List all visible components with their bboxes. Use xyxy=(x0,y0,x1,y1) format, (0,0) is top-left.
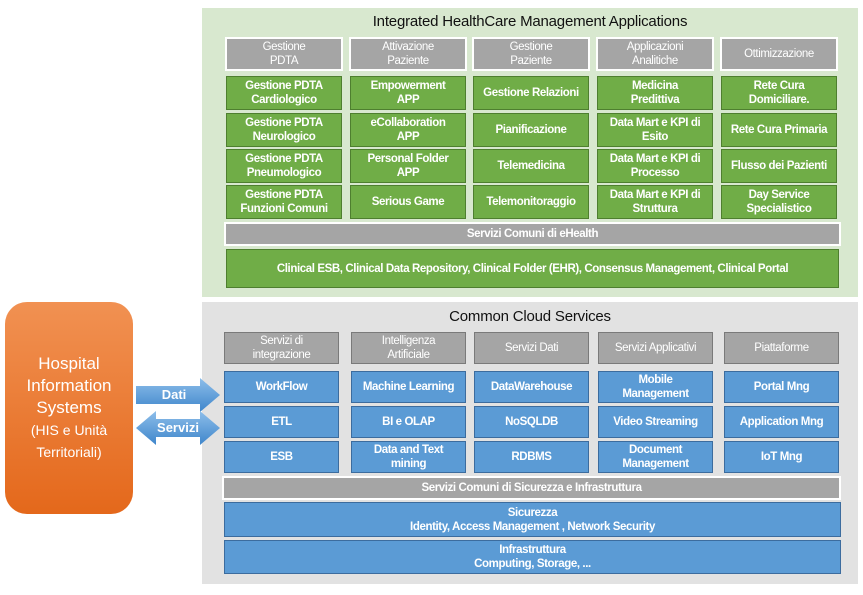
app-item: Data Mart e KPI di Struttura xyxy=(597,185,713,219)
cloud-service-item: Application Mng xyxy=(724,406,839,438)
security-box: Sicurezza Identity, Access Management , … xyxy=(224,502,841,537)
cloud-column-header: Intelligenza Artificiale xyxy=(351,332,466,364)
cloud-panel-title: Common Cloud Services xyxy=(449,308,611,325)
data-arrow-label: Dati xyxy=(161,387,187,402)
app-item: eCollaboration APP xyxy=(350,113,466,147)
app-item: Gestione PDTA Pneumologico xyxy=(226,149,342,183)
his-title: Hospital Information Systems xyxy=(26,354,112,417)
cloud-service-item: ESB xyxy=(224,441,339,473)
infrastructure-detail: Computing, Storage, ... xyxy=(474,558,591,570)
app-item: Medicina Predittiva xyxy=(597,76,713,110)
cloud-service-item: Mobile Management xyxy=(598,371,713,403)
cloud-service-item: RDBMS xyxy=(474,441,589,473)
security-infra-common-bar: Servizi Comuni di Sicurezza e Infrastrut… xyxy=(222,476,841,500)
app-item: Rete Cura Primaria xyxy=(721,113,837,147)
ehealth-common-detail: Clinical ESB, Clinical Data Repository, … xyxy=(226,249,839,288)
cloud-service-item: NoSQLDB xyxy=(474,406,589,438)
app-item: Data Mart e KPI di Processo xyxy=(597,149,713,183)
cloud-service-item: Data and Text mining xyxy=(351,441,466,473)
apps-column-header: Attivazione Paziente xyxy=(349,37,467,71)
services-arrow-left: Servizi xyxy=(136,411,220,445)
security-detail: Identity, Access Management , Network Se… xyxy=(410,520,655,533)
cloud-service-item: Portal Mng xyxy=(724,371,839,403)
app-item: Day Service Specialistico xyxy=(721,185,837,219)
apps-column-header: Ottimizzazione xyxy=(720,37,838,71)
cloud-service-item: Document Management xyxy=(598,441,713,473)
arrow-right-icon xyxy=(136,378,220,412)
cloud-service-item: Video Streaming xyxy=(598,406,713,438)
cloud-service-item: BI e OLAP xyxy=(351,406,466,438)
app-item: Rete Cura Domiciliare. xyxy=(721,76,837,110)
apps-column-header: Applicazioni Analitiche xyxy=(596,37,714,71)
security-title: Sicurezza xyxy=(507,506,558,519)
services-arrow-label: Servizi xyxy=(157,420,199,435)
cloud-service-item: Machine Learning xyxy=(351,371,466,403)
apps-column-header: Gestione PDTA xyxy=(225,37,343,71)
apps-column-header: Gestione Paziente xyxy=(472,37,590,71)
app-item: Gestione PDTA Funzioni Comuni xyxy=(226,185,342,219)
hospital-information-systems-box: Hospital Information Systems (HIS e Unit… xyxy=(5,302,133,514)
cloud-service-item: DataWarehouse xyxy=(474,371,589,403)
cloud-column-header: Servizi di integrazione xyxy=(224,332,339,364)
app-item: Pianificazione xyxy=(473,113,589,147)
app-item: Flusso dei Pazienti xyxy=(721,149,837,183)
app-item: Telemedicina xyxy=(473,149,589,183)
infrastructure-title: Infrastruttura xyxy=(499,544,566,556)
cloud-column-header: Servizi Dati xyxy=(474,332,589,364)
cloud-column-header: Servizi Applicativi xyxy=(598,332,713,364)
app-item: Empowerment APP xyxy=(350,76,466,110)
cloud-service-item: ETL xyxy=(224,406,339,438)
app-item: Gestione Relazioni xyxy=(473,76,589,110)
app-item: Personal Folder APP xyxy=(350,149,466,183)
cloud-service-item: WorkFlow xyxy=(224,371,339,403)
app-item: Data Mart e KPI di Esito xyxy=(597,113,713,147)
arrow-left-icon xyxy=(136,411,220,445)
app-item: Gestione PDTA Neurologico xyxy=(226,113,342,147)
ehealth-common-bar: Servizi Comuni di eHealth xyxy=(224,222,841,246)
infrastructure-box: Infrastruttura Computing, Storage, ... xyxy=(224,540,841,574)
his-subtitle: (HIS e Unità Territoriali) xyxy=(30,422,108,460)
cloud-service-item: IoT Mng xyxy=(724,441,839,473)
app-item: Serious Game xyxy=(350,185,466,219)
app-item: Gestione PDTA Cardiologico xyxy=(226,76,342,110)
cloud-column-header: Piattaforme xyxy=(724,332,839,364)
apps-panel-title: Integrated HealthCare Management Applica… xyxy=(372,13,688,30)
data-arrow-right: Dati xyxy=(136,378,220,412)
app-item: Telemonitoraggio xyxy=(473,185,589,219)
